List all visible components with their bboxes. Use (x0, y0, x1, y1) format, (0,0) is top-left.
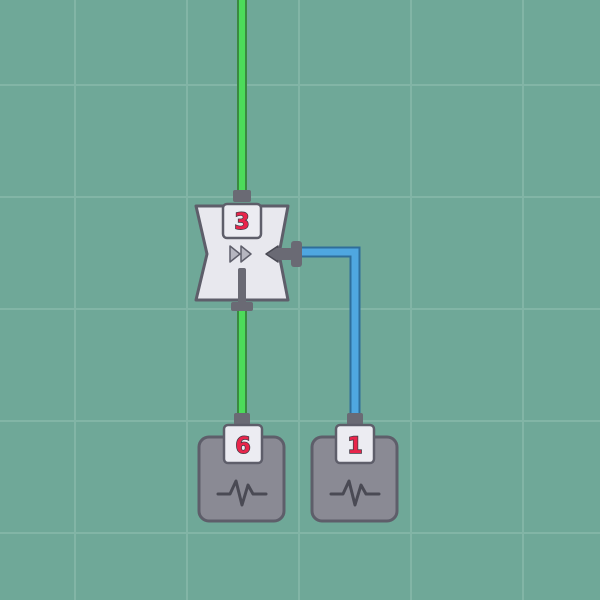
merger-node[interactable]: 3 (194, 190, 302, 311)
sensor-label: 1 (347, 434, 362, 459)
wire-blue[interactable] (300, 246, 361, 418)
pulse-icon (329, 479, 381, 507)
sensor-label: 6 (235, 434, 250, 459)
sensor-badge (222, 423, 264, 465)
fast-forward-icon (229, 245, 252, 263)
merger-bottom-port[interactable] (231, 302, 253, 311)
sensor-node-6[interactable]: 6 (197, 413, 286, 523)
sensor-node-1[interactable]: 1 (310, 413, 399, 523)
merger-label: 3 (234, 210, 249, 235)
merger-right-input-arrow[interactable] (265, 241, 302, 267)
merger-top-port[interactable] (233, 190, 251, 202)
pulse-icon (216, 479, 268, 507)
sensor-badge (334, 423, 376, 465)
merger-badge (221, 202, 263, 240)
